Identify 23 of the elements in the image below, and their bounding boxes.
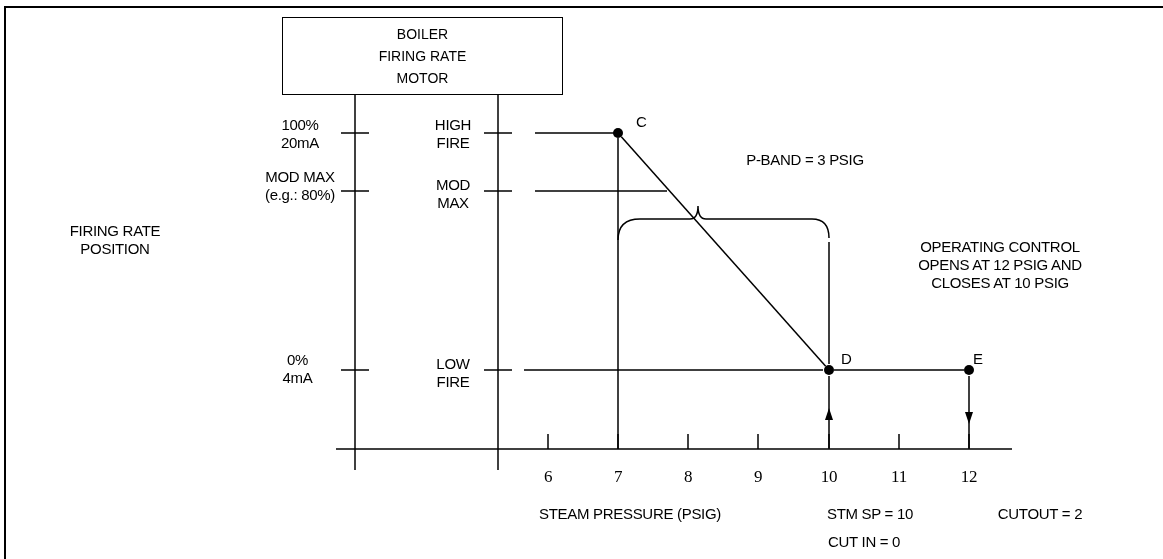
tick-label: 10 xyxy=(819,468,839,486)
motor-box: BOILER FIRING RATE MOTOR xyxy=(282,17,563,95)
tick-label: 6 xyxy=(542,468,554,486)
scale-label: 0% 4mA xyxy=(281,351,314,387)
setting-label: CUT IN = 0 xyxy=(828,533,902,551)
scale-label: HIGH FIRE xyxy=(433,116,473,152)
tick-label: 9 xyxy=(752,468,764,486)
scale-label: 100% 20mA xyxy=(280,116,320,152)
scale-label: LOW FIRE xyxy=(435,355,471,391)
note-text: OPERATING CONTROL OPENS AT 12 PSIG AND CLOSES AT 10 PSIG xyxy=(917,238,1083,292)
connector-line xyxy=(620,136,827,367)
axis-title: STEAM PRESSURE (PSIG) xyxy=(537,505,723,523)
tick-label: 12 xyxy=(959,468,979,486)
setting-label: CUTOUT = 2 xyxy=(996,505,1084,523)
tick-label: 7 xyxy=(612,468,624,486)
tick-label: 8 xyxy=(682,468,694,486)
setting-label: STM SP = 10 xyxy=(825,505,915,523)
scale-label: MOD MAX xyxy=(434,176,472,212)
scale-label: MOD MAX (e.g.: 80%) xyxy=(263,168,337,204)
band-label: P-BAND = 3 PSIG xyxy=(745,151,865,169)
axis-title: FIRING RATE POSITION xyxy=(68,222,162,258)
tick-label: 11 xyxy=(890,468,908,486)
connector-line xyxy=(833,369,965,371)
